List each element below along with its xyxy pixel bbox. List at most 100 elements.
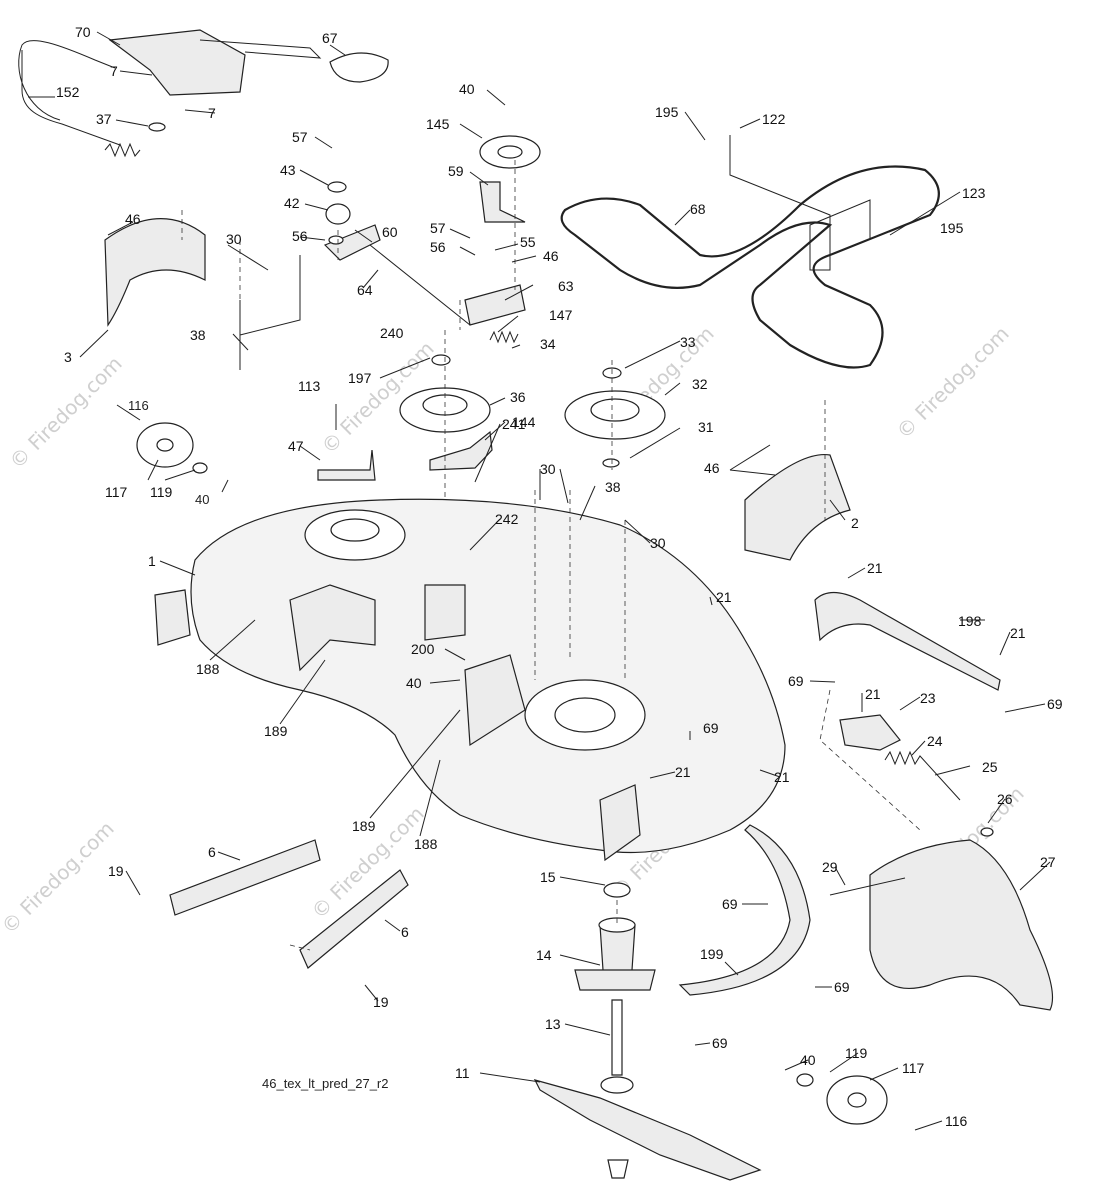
- washer-119-right: [796, 1073, 814, 1087]
- callout-40-left: 40: [195, 492, 209, 507]
- callout-23: 23: [920, 690, 936, 706]
- bracket-59: [479, 181, 526, 223]
- deck-front-bracket: [599, 784, 641, 862]
- idler-arm-bracket: [323, 224, 381, 261]
- gauge-wheel-left-hub: [156, 438, 174, 452]
- callout-64: 64: [357, 282, 373, 298]
- gauge-wheel-right-hub: [847, 1092, 867, 1108]
- callout-69-d: 69: [722, 896, 738, 912]
- callout-116-left: 116: [128, 398, 149, 413]
- diagram-reference-code: 46_tex_lt_pred_27_r2: [262, 1076, 389, 1091]
- callout-31: 31: [698, 419, 714, 435]
- watermark-right: © Firedog.com: [892, 321, 1014, 443]
- callout-189-mid: 189: [352, 818, 376, 834]
- spring-147: [489, 330, 519, 344]
- pulley-32-inner: [590, 398, 640, 422]
- washer-197: [431, 354, 451, 366]
- washer-31: [602, 458, 620, 468]
- callout-69-c: 69: [703, 720, 719, 736]
- blade-bolt: [607, 1159, 629, 1179]
- callout-40-right: 40: [800, 1052, 816, 1068]
- callout-13: 13: [545, 1016, 561, 1032]
- callout-188-mid: 188: [414, 836, 438, 852]
- deflector-left: [104, 218, 206, 327]
- baffle-198: [814, 591, 1001, 691]
- washer-43: [327, 181, 347, 193]
- callout-34: 34: [540, 336, 556, 352]
- callout-119-left: 119: [150, 484, 173, 500]
- callout-40-top: 40: [459, 81, 475, 97]
- deck-bracket-200: [424, 584, 466, 641]
- callout-47: 47: [288, 438, 304, 454]
- callout-1: 1: [148, 553, 156, 569]
- callout-69-f: 69: [712, 1035, 728, 1051]
- drive-belt: [560, 165, 940, 369]
- callout-56-lower: 56: [430, 239, 446, 255]
- hanger-left-lower: [299, 869, 409, 969]
- callout-30-right: 30: [650, 535, 666, 551]
- callout-40-mid: 40: [406, 675, 422, 691]
- bracket-63: [464, 284, 526, 326]
- callout-21-b: 21: [716, 589, 732, 605]
- callout-27: 27: [1040, 854, 1056, 870]
- callout-69-a: 69: [788, 673, 804, 689]
- callout-57-top: 57: [292, 129, 308, 145]
- callout-195-right: 195: [940, 220, 964, 236]
- callout-36: 36: [510, 389, 526, 405]
- callout-189-left: 189: [264, 723, 288, 739]
- washer-15: [603, 882, 631, 898]
- callout-200: 200: [411, 641, 435, 657]
- callout-21-d: 21: [865, 686, 881, 702]
- callout-30-mid: 30: [540, 461, 556, 477]
- spindle-housing: [574, 924, 656, 991]
- deck-bracket-188-189: [289, 584, 376, 672]
- callout-60: 60: [382, 224, 398, 240]
- callout-21-f: 21: [675, 764, 691, 780]
- callout-117-left: 117: [105, 484, 128, 500]
- callout-122: 122: [762, 111, 786, 127]
- callout-38-left: 38: [190, 327, 206, 343]
- callout-29: 29: [822, 859, 838, 875]
- deflector-right: [744, 453, 851, 561]
- callout-241: 241: [502, 416, 526, 432]
- washer-119-left: [192, 462, 208, 474]
- callout-19-lower: 19: [373, 994, 389, 1010]
- spring-42: [325, 203, 351, 225]
- hanger-left-upper: [169, 839, 321, 916]
- lift-cable-lower: [21, 50, 121, 146]
- callout-116-right: 116: [945, 1113, 968, 1129]
- callout-123: 123: [962, 185, 986, 201]
- callout-195-top: 195: [655, 104, 679, 120]
- spring-25: [884, 750, 961, 801]
- callout-6-lower: 6: [401, 924, 409, 940]
- callout-25: 25: [982, 759, 998, 775]
- deck-bracket-front: [464, 654, 526, 747]
- callout-69-b: 69: [1047, 696, 1063, 712]
- watermark-low-left: © Firedog.com: [0, 816, 119, 938]
- cable-spring: [104, 142, 141, 158]
- callout-67: 67: [322, 30, 338, 46]
- lift-bracket: [108, 29, 246, 96]
- callout-242: 242: [495, 511, 519, 527]
- discharge-chute: [869, 839, 1053, 1011]
- callout-labels: 70 67 7 152 7 37 40 145 195 122 57 43 59…: [56, 24, 1063, 1129]
- callout-117-right: 117: [902, 1060, 925, 1076]
- callout-145: 145: [426, 116, 450, 132]
- callout-55: 55: [520, 234, 536, 250]
- callout-199: 199: [700, 946, 724, 962]
- callout-70: 70: [75, 24, 91, 40]
- callout-38-mid: 38: [605, 479, 621, 495]
- watermark-left: © Firedog.com: [5, 351, 127, 473]
- callout-59: 59: [448, 163, 464, 179]
- callout-21-a: 21: [867, 560, 883, 576]
- spindle-shaft: [611, 999, 623, 1076]
- callout-57-mid: 57: [430, 220, 446, 236]
- callout-56-upper: 56: [292, 228, 308, 244]
- callout-68: 68: [690, 201, 706, 217]
- callout-6-upper: 6: [208, 844, 216, 860]
- alignment-lines: [181, 160, 921, 951]
- washer-37: [148, 122, 166, 132]
- callout-26: 26: [997, 791, 1013, 807]
- deck-side-plate: [154, 589, 191, 646]
